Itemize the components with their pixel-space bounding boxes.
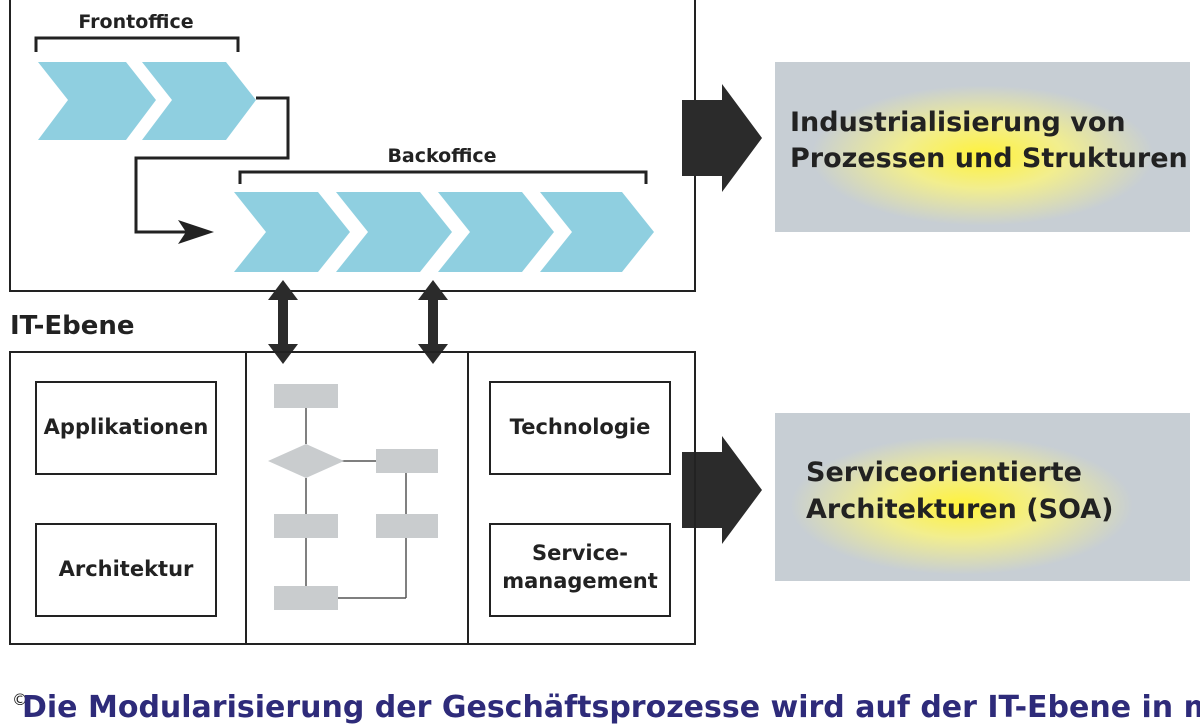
result-bottom-line1: Serviceorientierte	[806, 457, 1082, 488]
result-arrow-top	[682, 84, 762, 192]
box-service-management	[489, 523, 671, 617]
box-service-management-line2: management	[502, 569, 658, 593]
frontoffice-label: Frontoffice	[78, 11, 193, 33]
result-top-line2: Prozessen und Strukturen	[790, 143, 1188, 174]
box-applications	[35, 381, 217, 475]
flowchart-step-right	[376, 514, 438, 538]
box-applications-label: Applikationen	[44, 415, 209, 439]
result-top-line1: Industrialisierung von	[790, 107, 1126, 138]
figure-caption: Die Modularisierung der Geschäftsprozess…	[22, 690, 1200, 725]
front-to-back-connector	[134, 96, 290, 234]
result-bottom-line2: Architekturen (SOA)	[806, 494, 1114, 525]
box-service-management-line1: Service-	[532, 541, 628, 565]
front-to-back-arrowhead	[178, 220, 214, 244]
double-arrow-right	[418, 280, 448, 364]
result-box-soa	[775, 413, 1190, 581]
flowchart-start-step	[274, 384, 338, 408]
frontoffice-bracket	[34, 36, 240, 52]
flowchart-end-step	[274, 586, 338, 610]
backoffice-label: Backoffice	[387, 145, 496, 167]
frontoffice-chevron-1	[38, 62, 156, 140]
backoffice-chevron-3	[438, 192, 554, 272]
flowchart	[305, 408, 407, 599]
flowchart-step-left	[274, 514, 338, 538]
it-level-label: IT-Ebene	[10, 311, 135, 341]
flowchart-branch-step	[376, 449, 438, 473]
flowchart-decision	[268, 444, 344, 478]
box-architecture	[35, 523, 217, 617]
backoffice-chevron-4	[540, 192, 654, 272]
box-technology	[489, 381, 671, 475]
double-arrow-left	[268, 280, 298, 364]
result-box-industrialisation	[775, 62, 1190, 232]
frontoffice-chevron-2	[142, 62, 256, 140]
box-technology-label: Technologie	[510, 415, 651, 439]
backoffice-bracket	[238, 170, 648, 184]
box-architecture-label: Architektur	[59, 557, 194, 581]
copyright-mark: ©	[12, 690, 28, 709]
backoffice-chevron-2	[336, 192, 452, 272]
it-level-frame	[9, 351, 696, 645]
result-arrow-bottom	[682, 436, 762, 544]
backoffice-chevron-1	[234, 192, 350, 272]
